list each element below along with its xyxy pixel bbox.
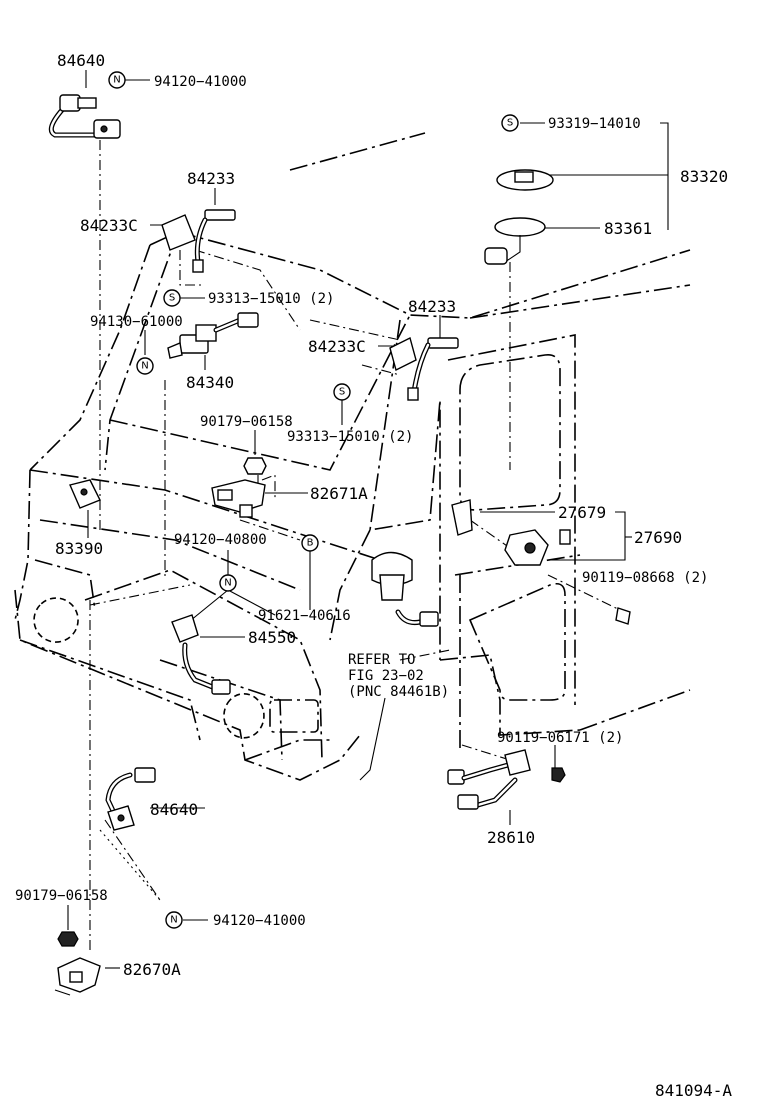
label-83361: 83361: [604, 219, 652, 238]
symbol-s-left: S: [163, 289, 181, 307]
svg-text:S: S: [339, 387, 345, 398]
part-84550-sensor: [171, 614, 231, 695]
label-27679: 27679: [558, 503, 606, 522]
part-82670A-bracket: [54, 957, 101, 996]
label-27690: 27690: [634, 528, 682, 547]
label-93313-15010-a: 93313−15010 (2): [208, 291, 334, 307]
label-refer-line2: FIG 23−02: [348, 668, 424, 684]
label-93319-14010: 93319−14010: [548, 116, 641, 132]
label-84640-bottom: 84640: [150, 800, 198, 819]
label-82670A: 82670A: [123, 960, 181, 979]
part-90179-nut-bottom: [57, 931, 79, 947]
part-28610-harness: [447, 749, 566, 810]
symbol-n-top: N: [108, 71, 126, 89]
svg-text:N: N: [141, 361, 148, 372]
label-84640-top: 84640: [57, 51, 105, 70]
label-83390: 83390: [55, 539, 103, 558]
label-90179-06158-mid: 90179−06158: [200, 414, 293, 430]
label-84233C-right: 84233C: [308, 337, 366, 356]
svg-text:N: N: [113, 75, 120, 86]
callout-labels: 84640 94120−41000 84233 84233C 93313−150…: [15, 51, 732, 1100]
svg-text:S: S: [169, 293, 175, 304]
label-84233-right: 84233: [408, 297, 456, 316]
part-84233-right-switch: [389, 336, 459, 401]
label-90179-06158-bottom: 90179−06158: [15, 888, 108, 904]
part-refer-motor: [371, 551, 439, 627]
symbol-s-fuel: S: [501, 114, 519, 132]
label-93313-15010-b: 93313−15010 (2): [287, 429, 413, 445]
label-94120-40800: 94120−40800: [174, 532, 267, 548]
part-27690-assembly: [451, 499, 571, 566]
label-94130-61000: 94130−61000: [90, 314, 183, 330]
part-83320-fuel-sender: [484, 169, 554, 265]
label-90119-08668: 90119−08668 (2): [582, 570, 708, 586]
label-refer-line3: (PNC 84461B): [348, 684, 449, 700]
part-84340-switch: [167, 312, 259, 359]
part-90119-08668-bolt: [615, 607, 631, 625]
label-refer-line1: REFER TO: [348, 652, 415, 668]
part-84640-top-switch: [48, 94, 121, 139]
part-83390-switch: [69, 479, 101, 509]
symbol-n-bottom: N: [165, 911, 183, 929]
svg-text:N: N: [224, 578, 231, 589]
part-84233-left-switch: [161, 209, 236, 273]
part-82671A-block: [211, 474, 276, 518]
label-84340: 84340: [186, 373, 234, 392]
svg-text:N: N: [170, 915, 177, 926]
symbol-b-mid: B: [301, 534, 319, 552]
label-94120-41000-bottom: 94120−41000: [213, 913, 306, 929]
label-84550: 84550: [248, 628, 296, 647]
symbol-n-84340: N: [136, 357, 154, 375]
label-91621-40616: 91621−40616: [258, 608, 351, 624]
svg-text:B: B: [307, 538, 314, 549]
label-84233C-left: 84233C: [80, 216, 138, 235]
label-94120-41000-top: 94120−41000: [154, 74, 247, 90]
symbol-n-mid: N: [219, 574, 237, 592]
svg-text:S: S: [507, 118, 513, 129]
label-83320: 83320: [680, 167, 728, 186]
label-82671A: 82671A: [310, 484, 368, 503]
label-28610: 28610: [487, 828, 535, 847]
diagram-id: 841094-A: [655, 1081, 732, 1100]
label-84233-left: 84233: [187, 169, 235, 188]
symbol-s-right: S: [333, 383, 351, 401]
part-90179-nut-mid: [243, 457, 267, 475]
part-84640-bottom-switch: [105, 767, 156, 831]
label-90119-06171: 90119−06171 (2): [497, 730, 623, 746]
